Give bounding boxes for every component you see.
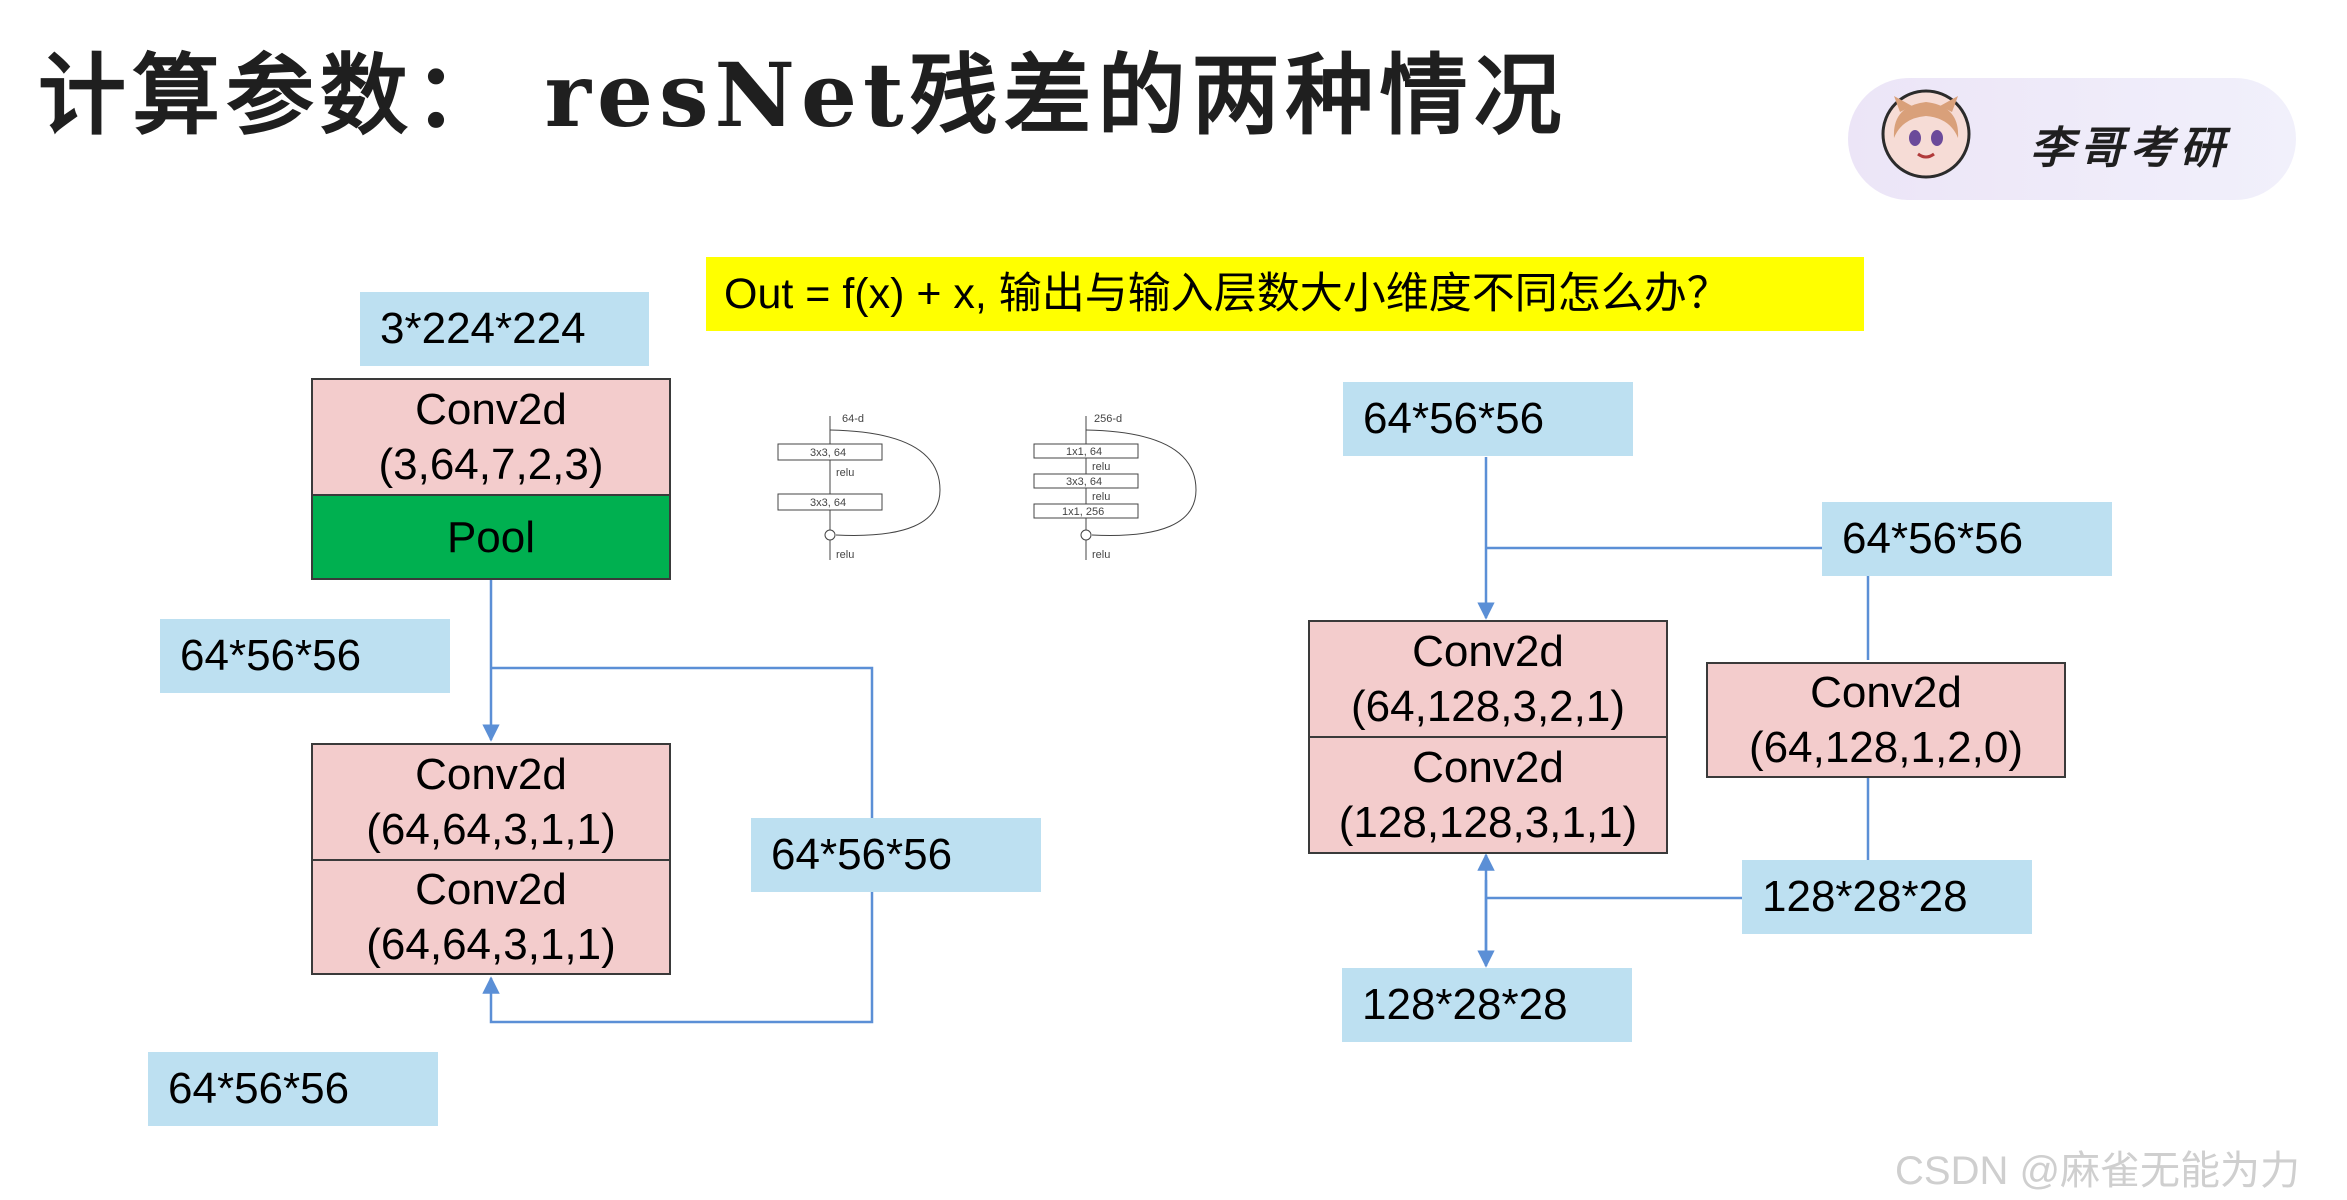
watermark: CSDN @麻雀无能为力 — [1895, 1149, 2301, 1193]
block-conv2-name: Conv2d — [415, 865, 567, 914]
anime-girl-avatar-icon — [1881, 89, 1971, 179]
block-conv1-name: Conv2d — [415, 750, 567, 799]
right-input-dim-label: 64*56*56 — [1343, 382, 1633, 456]
bottleneck-relu-2: relu — [1092, 491, 1110, 503]
right-shortcut-conv-box: Conv2d (64,128,1,2,0) — [1706, 662, 2066, 778]
basic-relu-2: relu — [836, 549, 854, 561]
basic-layer-2: 3x3, 64 — [810, 497, 846, 509]
bottleneck-relu-1: relu — [1092, 461, 1110, 473]
basic-input-label: 64-d — [842, 413, 864, 425]
block-conv1-params: (64,64,3,1,1) — [366, 805, 616, 854]
right-main-conv2-box: Conv2d (128,128,3,1,1) — [1308, 736, 1668, 854]
page-title: 计算参数： resNet残差的两种情况 — [38, 43, 1568, 147]
basic-relu-1: relu — [836, 467, 854, 479]
input-dim-label: 3*224*224 — [360, 292, 649, 366]
right-main-conv2-name: Conv2d — [1412, 743, 1564, 792]
stem-conv-name: Conv2d — [415, 385, 567, 434]
block-conv2-box: Conv2d (64,64,3,1,1) — [311, 859, 671, 975]
right-shortcut-conv-name: Conv2d — [1810, 668, 1962, 717]
right-shortcut-conv-params: (64,128,1,2,0) — [1749, 723, 2023, 772]
right-main-conv1-params: (64,128,3,2,1) — [1351, 682, 1625, 731]
right-main-conv2-params: (128,128,3,1,1) — [1338, 798, 1638, 847]
bottleneck-layer-3: 1x1, 256 — [1062, 506, 1104, 518]
pool-box: Pool — [311, 494, 671, 580]
stem-conv-params: (3,64,7,2,3) — [378, 440, 604, 489]
bottleneck-input-label: 256-d — [1094, 413, 1122, 425]
right-main-conv1-name: Conv2d — [1412, 627, 1564, 676]
question-banner: Out = f(x) + x, 输出与输入层数大小维度不同怎么办？ — [706, 257, 1864, 331]
right-output-dim-label: 128*28*28 — [1342, 968, 1632, 1042]
shortcut-dim-label: 64*56*56 — [751, 818, 1041, 892]
stem-conv-box: Conv2d (3,64,7,2,3) — [311, 378, 671, 496]
bottleneck-relu-3: relu — [1092, 549, 1110, 561]
right-shortcut-input-dim-label: 64*56*56 — [1822, 502, 2112, 576]
output-dim-label: 64*56*56 — [148, 1052, 438, 1126]
bottleneck-layer-2: 3x3, 64 — [1066, 476, 1102, 488]
author-name: 李哥考研 — [2030, 123, 2230, 174]
identity-shortcut-arrow — [482, 666, 874, 1024]
block-conv2-params: (64,64,3,1,1) — [366, 920, 616, 969]
basic-layer-1: 3x3, 64 — [810, 447, 846, 459]
right-shortcut-output-dim-label: 128*28*28 — [1742, 860, 2032, 934]
bottleneck-layer-1: 1x1, 64 — [1066, 446, 1102, 458]
bottleneck-block-figure: 256-d 1x1, 64 relu 3x3, 64 relu 1x1, 256… — [1033, 413, 1197, 561]
dim-after-pool-label: 64*56*56 — [160, 619, 450, 693]
basic-block-figure: 64-d 3x3, 64 relu 3x3, 64 relu — [777, 413, 941, 561]
block-conv1-box: Conv2d (64,64,3,1,1) — [311, 743, 671, 861]
right-main-conv1-box: Conv2d (64,128,3,2,1) — [1308, 620, 1668, 738]
pool-label: Pool — [446, 512, 536, 562]
